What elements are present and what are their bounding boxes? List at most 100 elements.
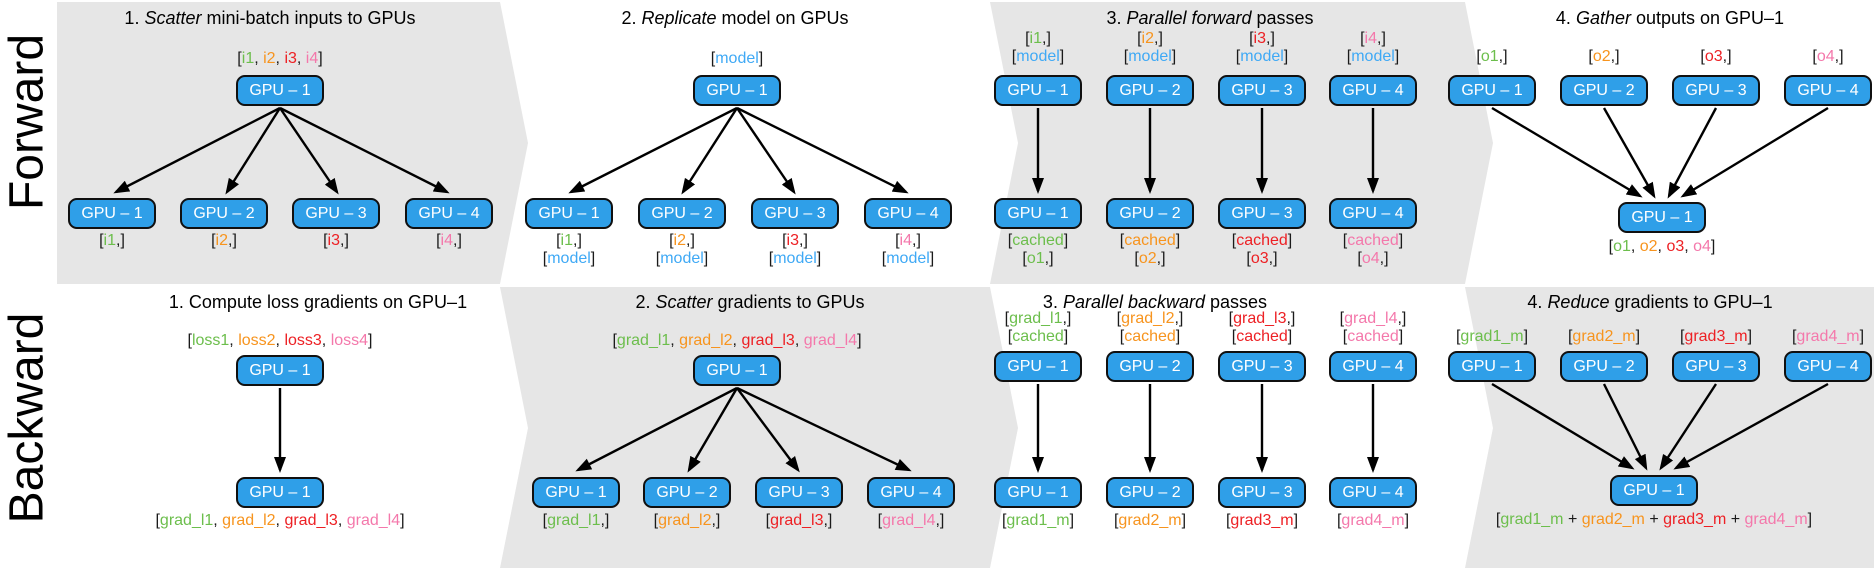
label-part: [ — [1025, 30, 1030, 47]
gpu-box: GPU – 1 — [1610, 475, 1698, 506]
label-part: [ — [1249, 30, 1254, 47]
label-part: i2 — [263, 50, 276, 67]
label-part: ,] — [1154, 30, 1163, 47]
panel-title-forward-4: 4. Gather outputs on GPU–1 — [1556, 8, 1784, 28]
panel-title-backward-4: 4. Reduce gradients to GPU–1 — [1527, 292, 1772, 312]
tensor-label: [i4,] — [895, 232, 921, 250]
label-part: [ — [1339, 310, 1345, 327]
gpu-box: GPU – 4 — [864, 198, 952, 229]
gpu-box: GPU – 1 — [693, 75, 781, 106]
tensor-label: [model] — [769, 250, 821, 268]
label-part: ,] — [1044, 250, 1054, 267]
label-part: [ — [881, 250, 887, 267]
label-part: [ — [1608, 238, 1614, 255]
label-part: [ — [1001, 512, 1007, 529]
label-part: passes — [1251, 8, 1314, 28]
tensor-label: [cached] — [1008, 232, 1069, 250]
label-part: , — [275, 512, 285, 529]
tensor-label: [grad3_m] — [1680, 328, 1752, 346]
label-part: i4 — [899, 232, 913, 249]
label-part: ,] — [600, 512, 610, 529]
label-part: ,] — [573, 232, 582, 249]
tensor-label: [i2,] — [669, 232, 695, 250]
label-part: Gather — [1575, 8, 1631, 28]
gpu-box: GPU – 1 — [236, 477, 324, 508]
tensor-label: [grad_l4,] — [878, 512, 945, 530]
label-part: [ — [669, 232, 674, 249]
label-part: [ — [1119, 328, 1125, 345]
label-part: [ — [1342, 232, 1348, 249]
label-part: [ — [1137, 30, 1142, 47]
label-part: grad2_m — [1572, 328, 1636, 345]
label-part: o2 — [1138, 250, 1157, 267]
label-part: ] — [1063, 232, 1069, 249]
label-part: 2. — [635, 292, 656, 312]
parallel-arrows-backward-3 — [1032, 384, 1379, 473]
label-part: model — [773, 250, 817, 267]
label-part: [ — [1679, 328, 1685, 345]
tensor-label: [o3,] — [1700, 48, 1731, 66]
tensor-label: [model] — [1347, 48, 1399, 66]
label-part: [ — [155, 512, 160, 529]
label-part: + — [1726, 511, 1745, 528]
label-part: [ — [1134, 250, 1139, 267]
label-part: ] — [758, 50, 764, 67]
label-part: 2. — [621, 8, 642, 28]
label-part: [ — [542, 512, 548, 529]
label-part: 1. Compute loss gradients on GPU–1 — [168, 292, 468, 312]
label-part: loss2 — [238, 332, 276, 349]
label-part: [ — [710, 50, 716, 67]
tensor-label: [grad_l1, grad_l2, grad_l3, grad_l4] — [155, 512, 404, 530]
gpu-box: GPU – 4 — [1329, 198, 1417, 229]
label-part: ] — [590, 250, 596, 267]
label-part: [ — [877, 512, 883, 529]
tensor-label: [grad_l2,] — [1117, 310, 1184, 328]
label-part: ] — [1807, 511, 1813, 528]
tensor-label: [cached] — [1232, 232, 1293, 250]
label-part: o3 — [1250, 250, 1269, 267]
label-part: [ — [1476, 48, 1481, 65]
tensor-label: [grad_l3,] — [766, 512, 833, 530]
label-part: cached — [1236, 232, 1288, 249]
parallel-arrows-forward-3 — [1032, 108, 1379, 194]
gpu-box: GPU – 3 — [1218, 477, 1306, 508]
label-part: ,] — [1266, 30, 1275, 47]
tensor-label: [o3,] — [1246, 250, 1277, 268]
scatter-arrows-forward-1 — [113, 106, 450, 195]
label-part: cached — [1124, 328, 1176, 345]
label-part: ,] — [1397, 310, 1407, 327]
tensor-label: [i3,] — [323, 232, 349, 250]
label-part: + — [1644, 511, 1664, 528]
label-part: , — [254, 50, 264, 67]
label-part: ,] — [340, 232, 349, 249]
label-part: i2 — [1141, 30, 1155, 47]
label-part: ] — [368, 332, 373, 349]
gpu-box: GPU – 1 — [693, 355, 781, 386]
gpu-box: GPU – 4 — [1329, 477, 1417, 508]
label-part: , — [1630, 238, 1640, 255]
label-part: ] — [1710, 238, 1716, 255]
label-part: ,] — [912, 232, 921, 249]
label-part: ,] — [1610, 48, 1620, 65]
label-part: ,] — [116, 232, 125, 249]
label-part: o3 — [1666, 238, 1685, 255]
label-part: grad1_m — [1460, 328, 1524, 345]
tensor-label: [i1,] — [99, 232, 125, 250]
label-part: o1 — [1480, 48, 1499, 65]
label-part: o2 — [1639, 238, 1658, 255]
gpu-box: GPU – 3 — [1218, 75, 1306, 106]
label-part: ] — [816, 250, 822, 267]
tensor-label: [model] — [882, 250, 934, 268]
gpu-box: GPU – 2 — [643, 477, 731, 508]
label-part: mini-batch inputs to GPUs — [201, 8, 416, 28]
label-part: loss3 — [284, 332, 322, 349]
label-part: [ — [1700, 48, 1705, 65]
label-part: , — [229, 332, 239, 349]
label-part: ] — [1404, 512, 1410, 529]
label-part: 4. — [1527, 292, 1548, 312]
label-part: Scatter — [144, 8, 202, 28]
label-part: [ — [1588, 48, 1593, 65]
label-part: [ — [99, 232, 104, 249]
label-part: cached — [1236, 328, 1288, 345]
